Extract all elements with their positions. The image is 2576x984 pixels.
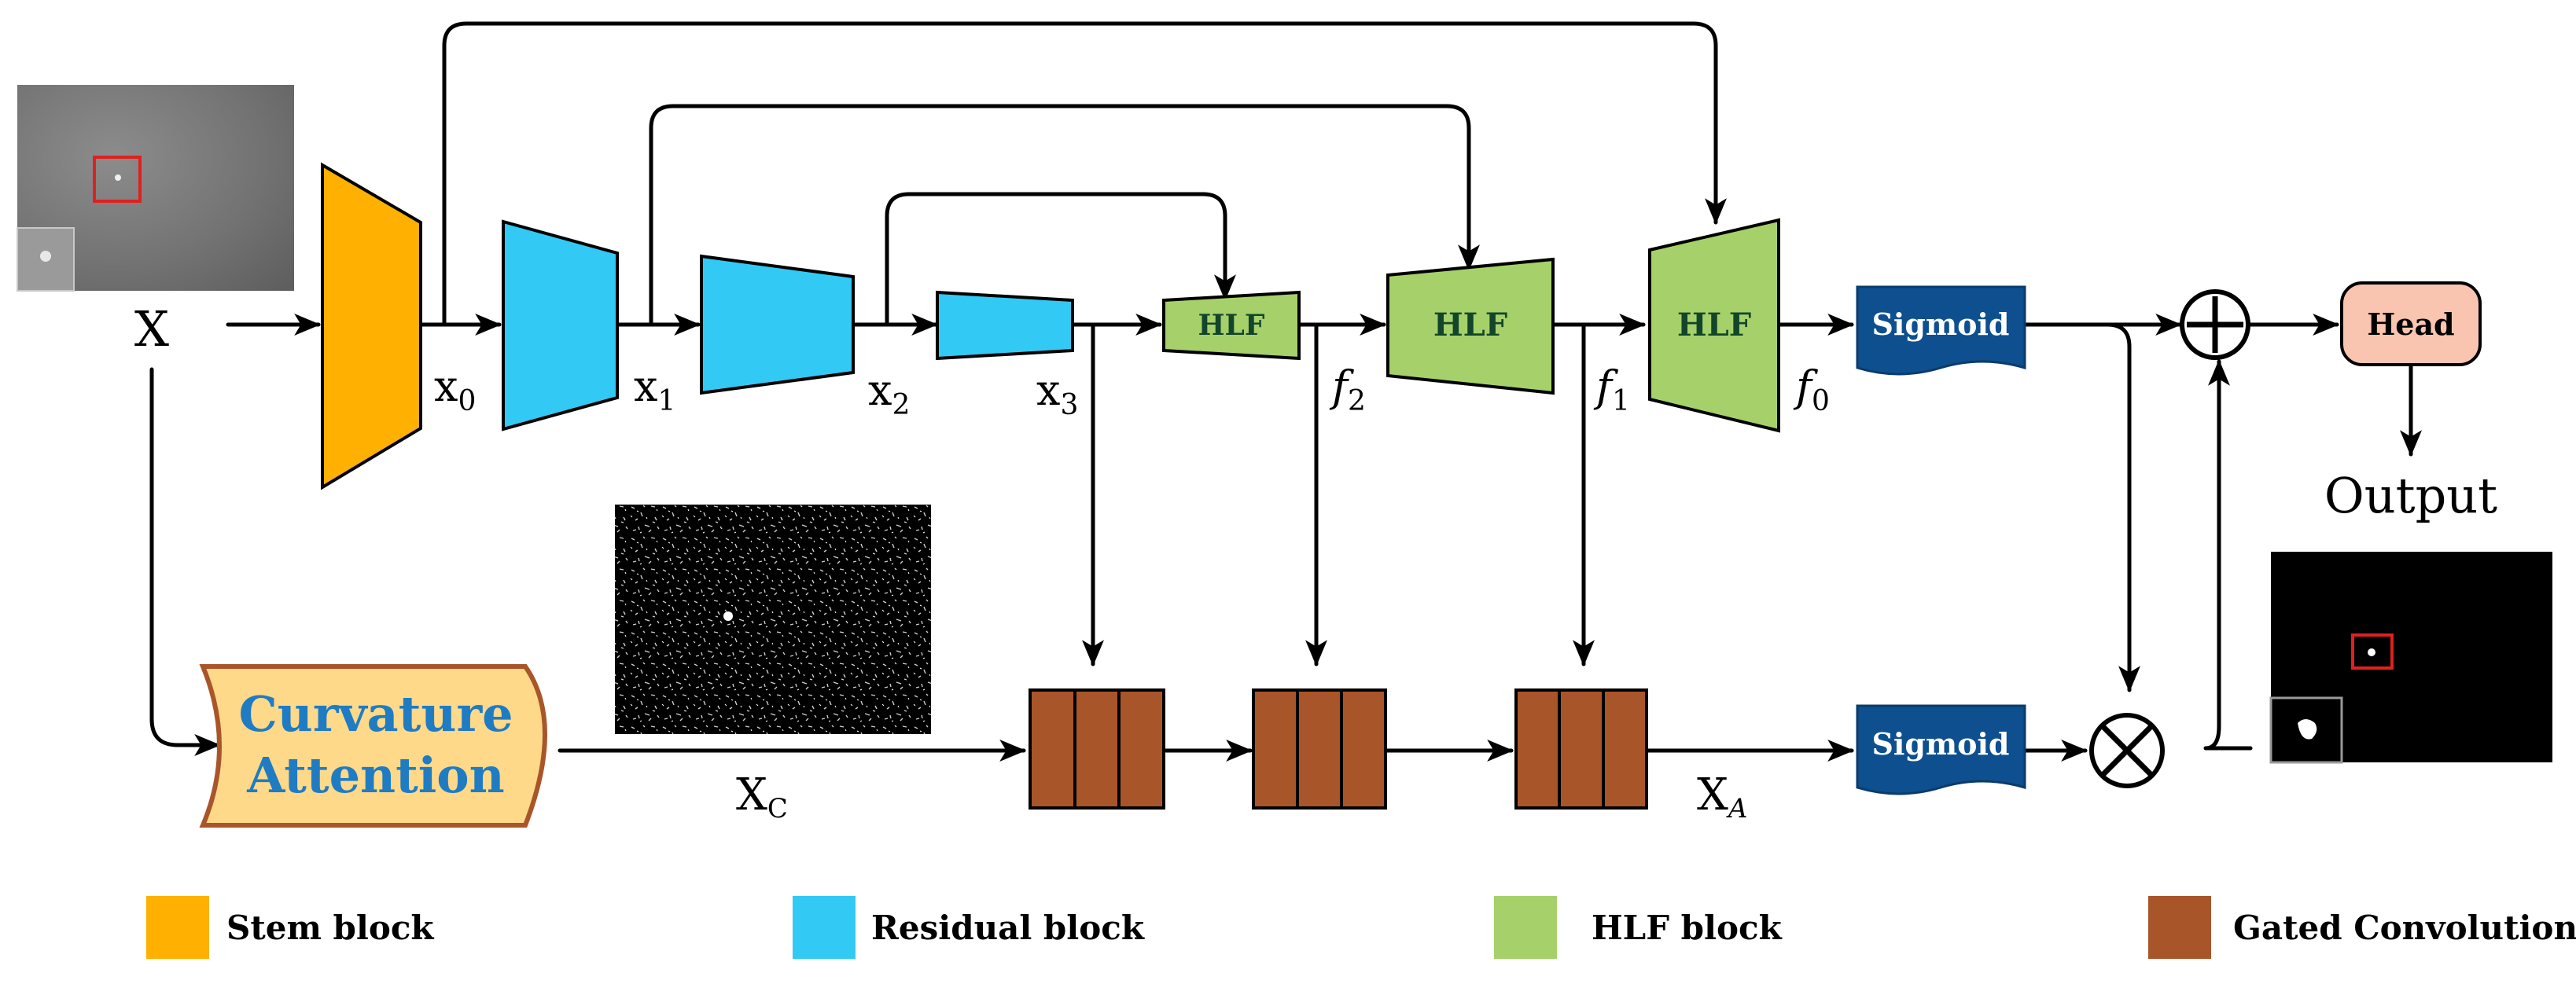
hlf-block-small [1162,290,1301,361]
x2-label: x2 [868,365,910,421]
hlf-block-large-label: HLF [1677,307,1751,343]
legend-item-hlf: HLF block [1494,896,1783,959]
tap-sigmoid-to-multiply [2105,322,2140,692]
legend-item-residual: Residual block [793,896,1145,959]
curvature-label-line1: Curvature [238,685,513,743]
skip-connection-x1-to-hlf-mid [649,104,1480,325]
hlf-block-mid [1386,257,1555,395]
x0-label: x0 [434,362,476,417]
hlf-block-mid-label: HLF [1433,307,1507,343]
skip-connection-x0-to-hlf-large [442,21,1727,325]
circle-times-icon [2089,713,2165,788]
hlf-block-large [1648,218,1780,433]
curvature-label-line2: Attention [246,747,504,804]
f2-label: f2 [1329,362,1366,417]
circle-plus-icon [2180,289,2250,360]
residual-block-2 [700,254,855,395]
legend-label-stem: Stem block [226,909,434,947]
legend-label-hlf: HLF block [1592,909,1783,947]
residual-block-1 [502,219,619,431]
gated-convolution-3 [1514,688,1648,810]
legend-item-stem: Stem block [146,896,434,959]
curvature-map-image [615,505,931,734]
input-label: X [134,300,169,358]
xc-label: XC [736,769,788,824]
gated-convolution-1 [1029,688,1165,810]
flow-input-to-curvature [149,367,221,756]
hlf-block-small-label: HLF [1198,309,1265,342]
x3-label: x3 [1036,365,1078,421]
sigmoid-top-label: Sigmoid [1871,307,2009,342]
input-image [17,85,294,292]
skip-connection-x2-to-hlf-small [885,192,1236,325]
flow-multiply-to-add [2203,359,2253,751]
legend-label-gated: Gated Convolution [2233,909,2576,947]
sigmoid-block-top [1856,285,2026,376]
output-image [2269,552,2552,764]
sigmoid-block-bottom [1856,704,2026,795]
gated-convolution-2 [1252,688,1387,810]
f1-label: f1 [1593,362,1630,417]
f0-label: f0 [1793,362,1830,417]
legend-label-residual: Residual block [871,909,1145,947]
xa-label: XA [1697,769,1747,824]
head-label: Head [2367,307,2454,342]
sigmoid-bottom-label: Sigmoid [1871,726,2009,762]
output-label: Output [2324,467,2497,524]
residual-block-3 [936,290,1074,361]
curvature-attention-block [199,664,547,828]
legend-item-gated: Gated Convolution [2148,896,2576,959]
stem-block [321,162,422,490]
x1-label: x1 [634,362,675,417]
head-block [2340,281,2482,366]
legend: Stem block Residual block HLF block Gate… [146,896,2576,959]
